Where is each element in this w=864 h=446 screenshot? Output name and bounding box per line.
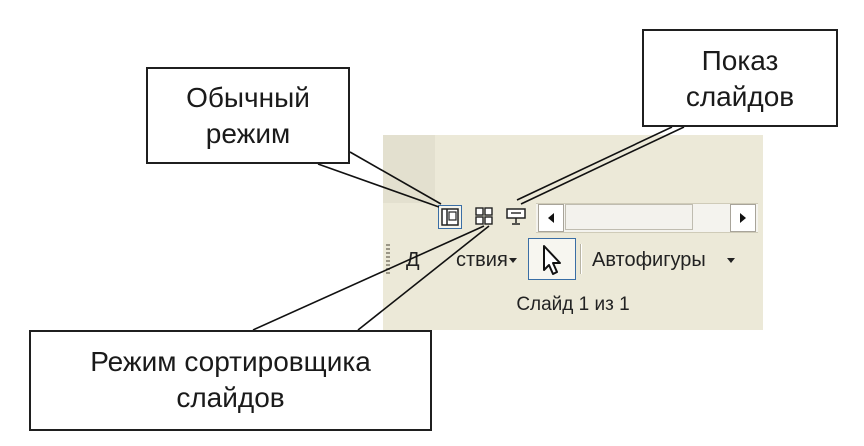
scroll-right-button[interactable]: [730, 204, 756, 232]
callout-slide-sorter: Режим сортировщика слайдов: [29, 330, 432, 431]
toolbar-grip[interactable]: [386, 244, 390, 274]
callout-text-line: слайдов: [176, 382, 285, 413]
pointer-line-show: [520, 126, 685, 205]
slide-sorter-icon: [475, 207, 493, 225]
arrow-cursor-icon: [543, 245, 561, 275]
actions-menu-partial-letter: Д: [406, 249, 420, 271]
pointer-line-normal: [349, 151, 442, 205]
arrow-left-icon: [548, 213, 554, 223]
toolbar-separator: [580, 244, 582, 274]
slide-pane-edge: [383, 135, 435, 203]
pointer-line-normal: [317, 163, 440, 208]
actions-menu-button[interactable]: ствия: [456, 249, 508, 271]
callout-text-line: режим: [205, 118, 291, 149]
slide-show-icon: [506, 208, 526, 225]
slide-sorter-button[interactable]: [473, 205, 497, 229]
callout-text-line: Показ: [701, 45, 779, 76]
scrollbar-thumb[interactable]: [565, 204, 693, 230]
select-objects-button[interactable]: [528, 238, 576, 280]
chevron-down-icon: [727, 258, 735, 263]
callout-normal-view: Обычный режим: [146, 67, 350, 164]
pointer-line-sorter: [252, 225, 485, 331]
slide-counter: Слайд 1 из 1: [516, 294, 630, 315]
pointer-line-sorter: [357, 225, 490, 331]
callout-text-line: Режим сортировщика: [90, 346, 371, 377]
arrow-right-icon: [740, 213, 746, 223]
normal-view-icon: [441, 208, 459, 226]
callout-slide-show: Показ слайдов: [642, 29, 838, 127]
autoshapes-menu-button[interactable]: Автофигуры: [592, 249, 706, 271]
callout-text-line: слайдов: [685, 81, 795, 112]
pointer-line-show: [516, 126, 673, 201]
chevron-down-icon: [509, 258, 517, 263]
slide-show-button[interactable]: [504, 205, 528, 229]
normal-view-button[interactable]: [438, 205, 462, 229]
scroll-left-button[interactable]: [538, 204, 564, 232]
callout-text-line: Обычный: [186, 82, 310, 113]
